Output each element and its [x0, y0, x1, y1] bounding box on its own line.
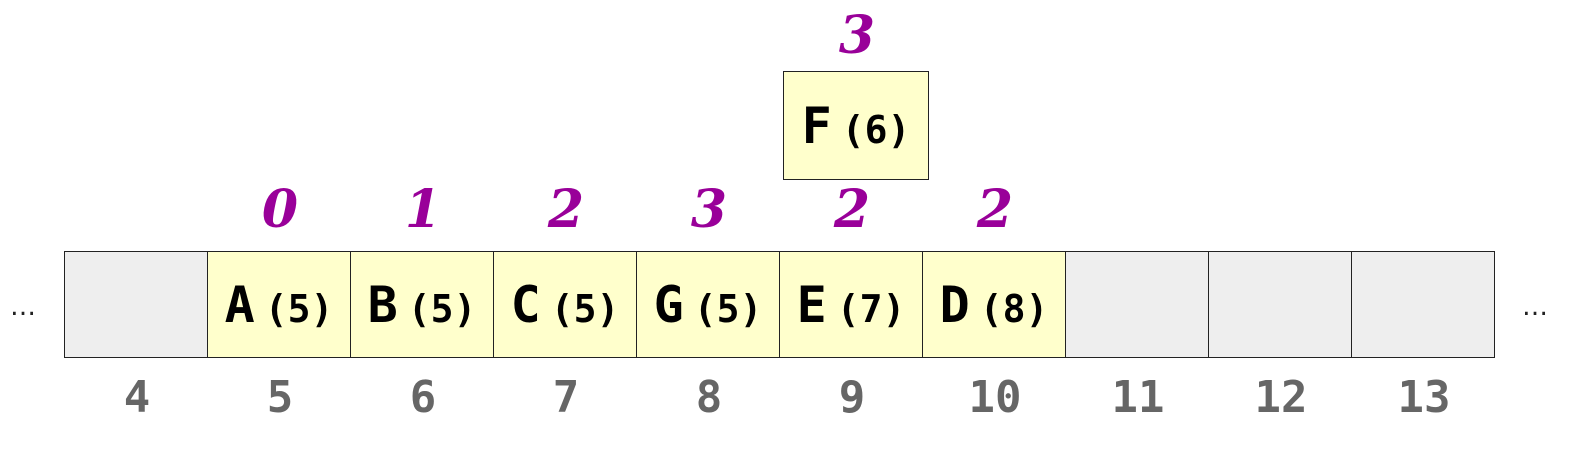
slot-cell: 4: [64, 251, 208, 420]
slot-index: 5: [266, 372, 294, 423]
slot-index: 8: [695, 372, 723, 423]
probe-distance: 2: [547, 179, 585, 240]
slot-hash: (7): [836, 286, 906, 331]
hash-table-row: 4 0 A (5) 5 1 B (5) 6 2 C (5) 7 3 G (5) …: [64, 184, 1495, 420]
pending-hash: (6): [841, 107, 911, 152]
pending-probe-distance: 3: [838, 5, 876, 66]
slot-cell: 1 B (5) 6: [350, 184, 494, 420]
slot-key: E: [796, 275, 827, 334]
slot-hash: (8): [979, 286, 1049, 331]
slot-index: 7: [552, 372, 580, 423]
slot-index: 4: [123, 372, 151, 423]
slot-cell: 12: [1208, 251, 1352, 420]
slot-index: 13: [1397, 372, 1451, 423]
slot-key: G: [653, 275, 684, 334]
slot-cell: 2 E (7) 9: [779, 184, 923, 420]
slot-cell: 11: [1065, 251, 1209, 420]
slot-key: B: [367, 275, 398, 334]
right-ellipsis: …: [1522, 292, 1548, 322]
slot-index: 10: [968, 372, 1022, 423]
probe-distance: 0: [261, 179, 299, 240]
slot-key: D: [939, 275, 970, 334]
slot-hash: (5): [407, 286, 477, 331]
slot-index: 9: [838, 372, 866, 423]
slot-cell: 2 D (8) 10: [922, 184, 1066, 420]
slot-key: A: [224, 275, 255, 334]
probe-distance: 2: [833, 179, 871, 240]
slot-hash: (5): [693, 286, 763, 331]
slot-index: 11: [1111, 372, 1165, 423]
slot-hash: (5): [264, 286, 334, 331]
probe-distance: 1: [404, 179, 442, 240]
left-ellipsis: …: [10, 292, 36, 322]
slot-key: C: [510, 275, 541, 334]
probe-distance: 3: [690, 179, 728, 240]
slot-hash: (5): [550, 286, 620, 331]
pending-entry-box: 3 F (6): [783, 10, 929, 180]
slot-cell: 0 A (5) 5: [207, 184, 351, 420]
slot-cell: 13: [1351, 251, 1495, 420]
slot-index: 12: [1254, 372, 1308, 423]
slot-cell: 2 C (5) 7: [493, 184, 637, 420]
probe-distance: 2: [976, 179, 1014, 240]
slot-index: 6: [409, 372, 437, 423]
slot-cell: 3 G (5) 8: [636, 184, 780, 420]
pending-key: F: [801, 96, 832, 155]
